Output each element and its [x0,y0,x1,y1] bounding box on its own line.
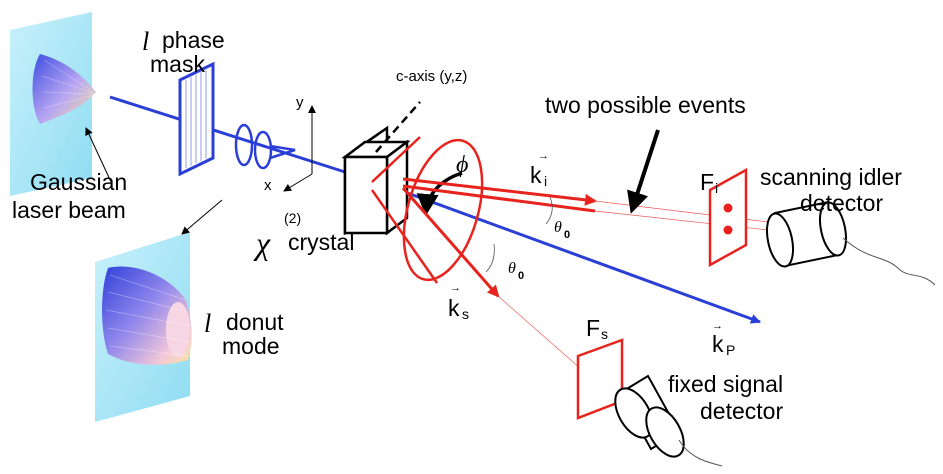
events-pointer-arrow [627,129,660,214]
ks-main: k [448,295,460,321]
axis-y-label: y [296,94,304,111]
theta-lower-sub: 0 [518,270,524,282]
pump-beam-input [109,95,346,174]
chi-superscript: (2) [284,210,301,226]
gaussian-label-1: Gaussian [30,169,127,195]
signal-detector-label-1: fixed signal [668,371,783,397]
donut-mode-panel [95,232,192,422]
gaussian-pointer-arrow [85,127,113,185]
fs-label: F [586,315,600,341]
phi-label: ϕ [456,152,468,178]
emission-cone [370,136,484,284]
phase-mask [178,61,215,177]
signal-detector [614,374,723,467]
crystal [341,125,411,236]
svg-text:→: → [538,150,549,162]
phi-rotation-arrow [416,171,463,216]
c-axis-line [375,101,421,153]
helix-wavefront-icon [234,123,296,170]
donut-label-2: mode [222,333,280,359]
theta-upper-sub: 0 [564,229,570,241]
idler-detector-label-2: detector [800,190,883,216]
fi-sub: i [715,180,718,196]
ki-vector-label: → k i [530,150,549,189]
fi-label: F [700,169,714,195]
theta-upper-label: θ [554,219,562,236]
c-axis-label: c-axis (y,z) [396,68,467,85]
fs-sub: s [601,326,608,342]
gaussian-label-2: laser beam [12,197,126,223]
two-events-label: two possible events [545,92,746,118]
phase-mask-l-symbol: l [142,27,149,56]
phase-mask-label-1: phase [162,27,225,53]
theta-lower-label: θ [508,260,516,277]
coordinate-axes [283,105,316,192]
kp-main: k [712,331,724,357]
donut-l-symbol: l [204,309,211,338]
donut-pointer-arrow [181,199,223,235]
pump-beam-output [379,181,761,324]
gaussian-beam-panel [10,12,96,196]
kp-vector-label: → k P [712,320,735,358]
ki-sub: i [544,173,547,189]
crystal-label: crystal [288,229,354,255]
axis-x-label: x [264,177,272,194]
theta-lower-arc [485,243,495,273]
idler-detector [765,200,936,286]
theta-upper-arc [545,196,553,225]
ks-sub: s [462,306,469,322]
ki-main: k [530,162,542,188]
svg-text:→: → [712,320,723,332]
filter-fi [708,167,748,268]
kp-sub: P [726,342,735,358]
signal-detector-label-2: detector [700,398,783,424]
donut-label-1: donut [226,309,284,335]
svg-text:→: → [450,282,461,294]
chi-symbol: χ [253,225,271,261]
ks-vector-label: → k s [448,282,469,322]
phase-mask-label-2: mask [150,51,205,77]
idler-detector-label-1: scanning idler [760,164,902,190]
